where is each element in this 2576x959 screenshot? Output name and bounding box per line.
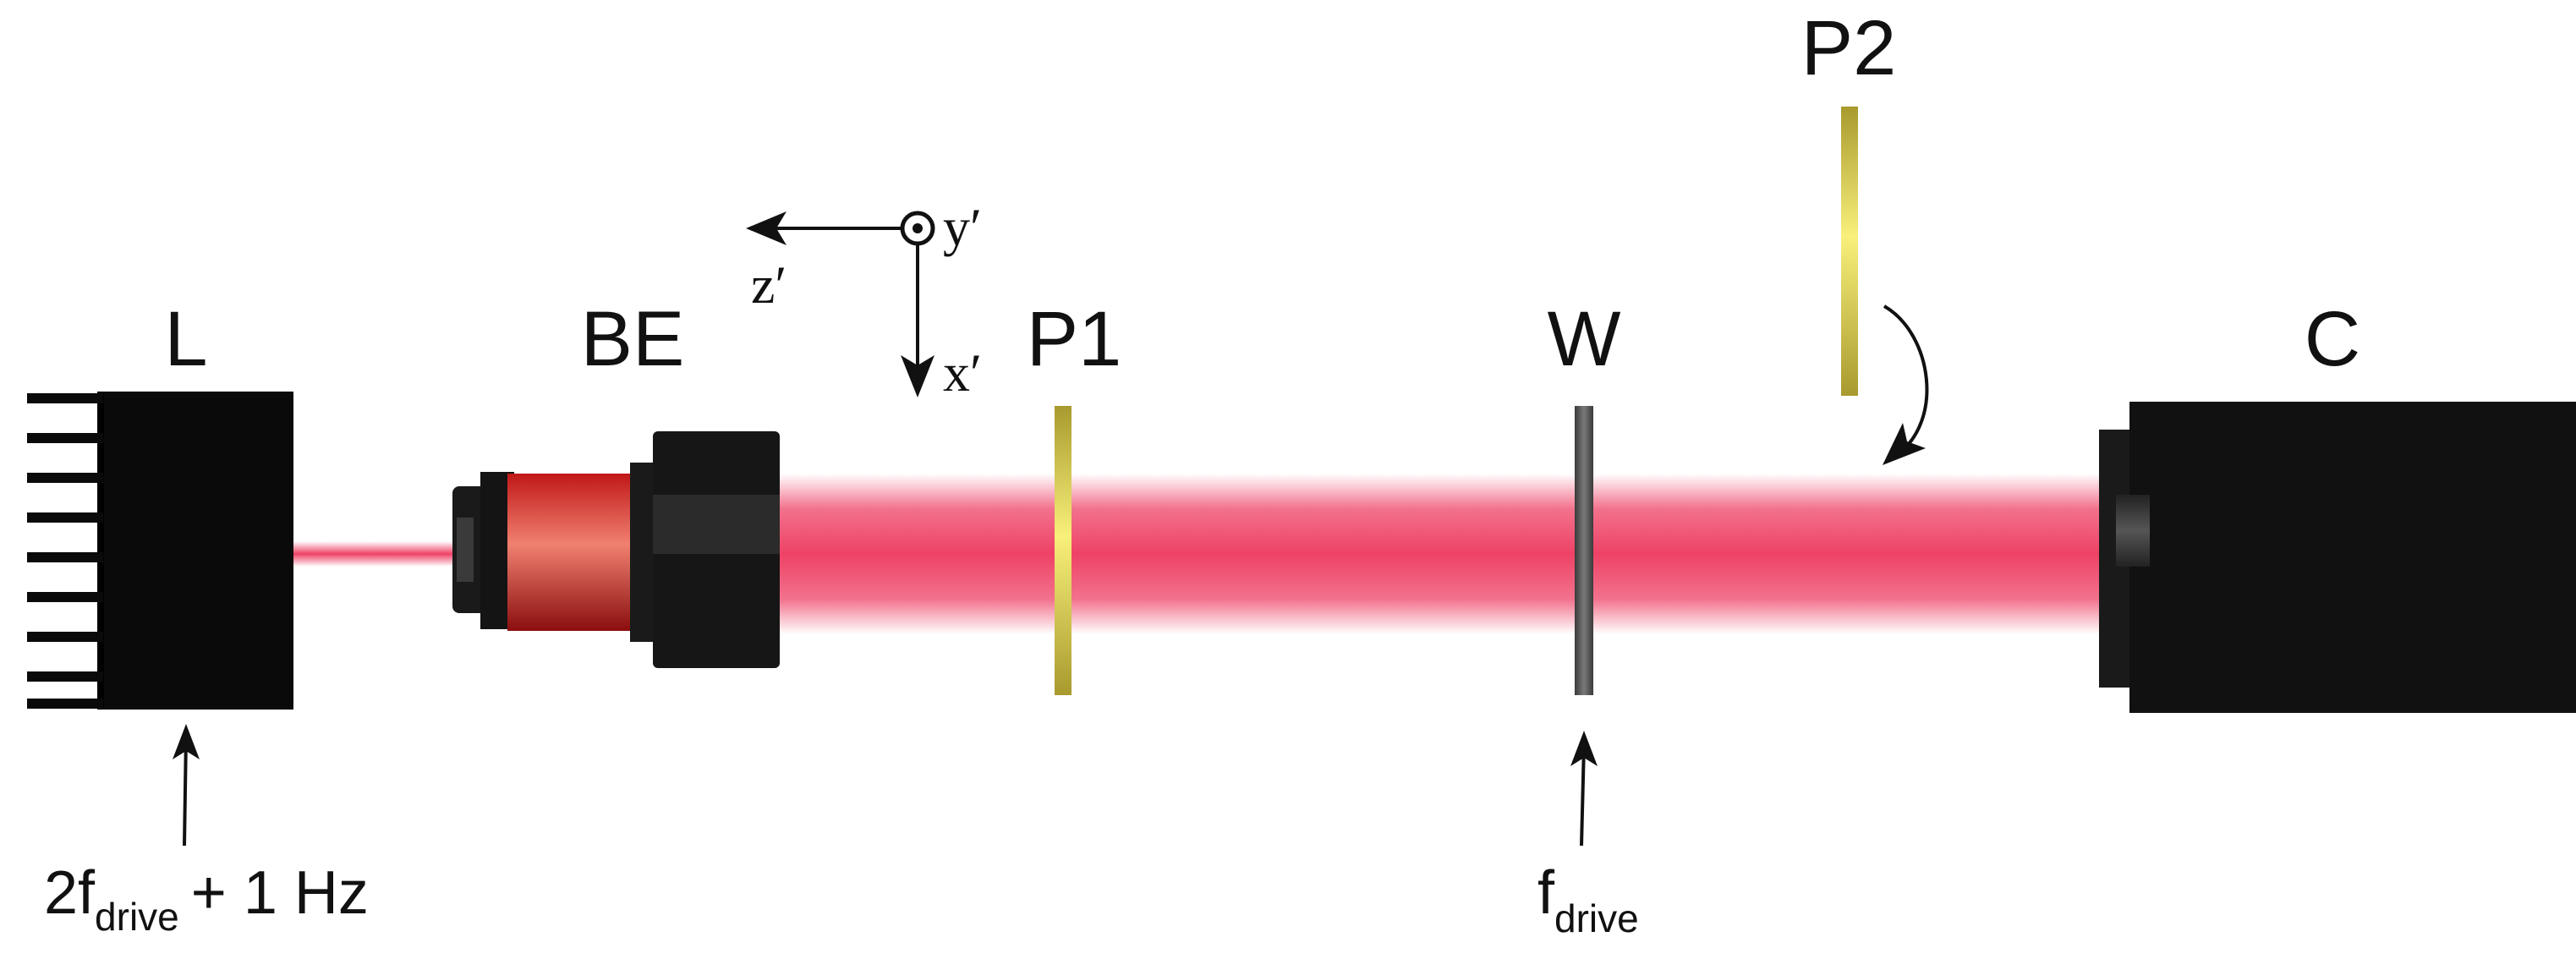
rotation-arrow-head [1883,423,1926,465]
label-waveplate: W [1548,296,1621,382]
polarizer-p2 [1841,107,1858,396]
axis-label-z: z′ [751,255,787,315]
waveplate-input-arrowhead [1570,731,1598,766]
x-axis-arrowhead [901,355,934,397]
coordinate-axes [746,211,935,397]
expanded-beam [761,474,2114,634]
camera [2099,402,2576,713]
waveplate-frequency-annotation: fdrive [1537,859,1639,940]
laser-frequency-annotation: 2fdrive+ 1 Hz [44,859,369,939]
narrow-beam [292,541,461,567]
waveplate [1575,406,1593,695]
axis-label-y: y′ [943,197,982,257]
heat-sink-fins [27,393,103,709]
z-axis-arrowhead [746,211,787,245]
label-polarizer2: P2 [1801,5,1897,91]
waveplate-input-arrow [1580,743,1586,847]
axis-label-x: x′ [943,342,982,403]
y-axis-dot-icon [913,223,923,233]
laser-input-arrowhead [173,724,200,759]
label-camera: C [2305,296,2360,382]
rotation-arrow [1883,304,1929,458]
label-polarizer1: P1 [1027,296,1122,382]
polarizer-p1 [1055,406,1072,695]
beam-expander [452,431,780,668]
label-beam-expander: BE [581,296,685,382]
laser-input-arrow [183,735,188,847]
laser-housing [27,392,293,710]
label-laser: L [164,296,207,382]
